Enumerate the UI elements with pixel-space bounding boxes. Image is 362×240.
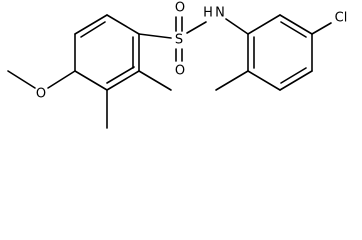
chlorine-bond [311,22,332,35]
left-aromatic-ring [74,14,140,91]
methoxy-bond-methyl [7,70,36,89]
chlorine-label: Cl [335,11,348,26]
right-aromatic-ring [247,14,313,91]
methyl-bond-2 [138,70,172,91]
sulfur-nitrogen-bond [186,21,207,34]
ring-sulfur-bond [138,33,172,39]
right-methyl-bond [215,70,249,91]
chemical-structure: O S O O H N Cl [7,1,348,129]
nitrogen-label: N [215,6,225,21]
amine-hydrogen-label: H [203,6,213,21]
sulfonyl-oxygen-bottom-label: O [175,64,185,79]
methoxy-bond-ring [47,70,76,89]
sulfonyl-oxygen-top-label: O [175,1,185,16]
methoxy-oxygen-label: O [36,87,46,102]
sulfur-label: S [175,33,183,48]
nitrogen-ring-bond [225,18,249,35]
